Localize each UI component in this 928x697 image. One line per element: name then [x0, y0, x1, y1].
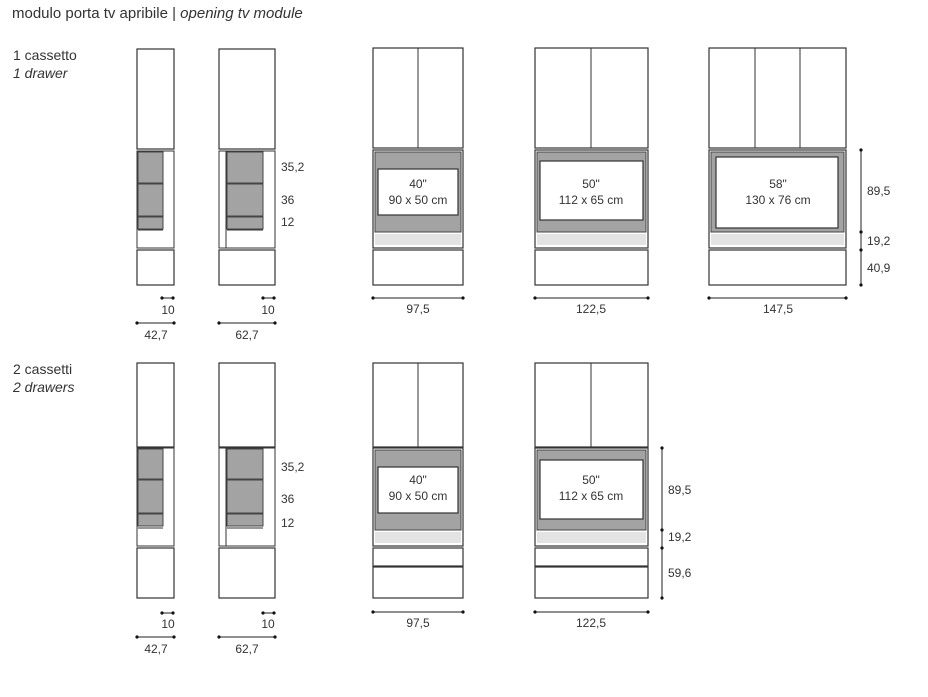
front-module-122-5: 50" 112 x 65 cm 122,5 — [533, 362, 650, 630]
screen-cm: 130 x 76 cm — [745, 193, 810, 207]
page-title: modulo porta tv apribile | opening tv mo… — [12, 5, 303, 22]
dim-depth-10: 10 — [161, 303, 175, 317]
side-view-62-7 — [218, 48, 276, 286]
screen-size: 58" — [769, 177, 787, 191]
dim-width: 97,5 — [406, 302, 430, 316]
row-2-drawings: 35,2 36 12 10 42,7 10 62,7 — [135, 362, 692, 656]
screen-size: 50" — [582, 177, 600, 191]
screen-size: 50" — [582, 473, 600, 487]
row-label-it: 1 cassetto — [13, 47, 77, 63]
row-label-en: 1 drawer — [13, 65, 68, 81]
side-view-42-7 — [136, 362, 175, 599]
dim-height-89-5: 89,5 — [867, 184, 891, 198]
dim-height-35-2: 35,2 — [281, 460, 305, 474]
vertical-dimensions: 89,5 19,2 59,6 — [660, 446, 692, 600]
front-module-97-5: 40" 90 x 50 cm 97,5 — [371, 47, 465, 316]
dim-height-19-2: 19,2 — [668, 530, 692, 544]
screen-size: 40" — [409, 473, 427, 487]
dim-height-12: 12 — [281, 516, 295, 530]
dim-height-35-2: 35,2 — [281, 160, 305, 174]
title-it: modulo porta tv apribile — [12, 5, 168, 22]
screen-cm: 112 x 65 cm — [559, 193, 623, 207]
depth-dimensions: 10 42,7 10 62,7 — [135, 296, 277, 342]
dim-depth-62-7: 62,7 — [235, 642, 259, 656]
front-module-122-5: 50" 112 x 65 cm 122,5 — [533, 47, 650, 316]
dim-height-36: 36 — [281, 492, 295, 506]
front-module-97-5: 40" 90 x 50 cm 97,5 — [371, 362, 465, 630]
screen-cm: 112 x 65 cm — [559, 489, 623, 503]
screen-cm: 90 x 50 cm — [389, 193, 448, 207]
dim-width: 122,5 — [576, 302, 606, 316]
dim-height-36: 36 — [281, 193, 295, 207]
dim-width: 97,5 — [406, 616, 430, 630]
dim-width: 122,5 — [576, 616, 606, 630]
depth-dimensions: 10 42,7 10 62,7 — [135, 611, 277, 656]
dim-height-89-5: 89,5 — [668, 483, 692, 497]
dim-depth-10: 10 — [261, 617, 275, 631]
row-label-2-drawers: 2 cassetti 2 drawers — [13, 360, 74, 396]
dim-depth-42-7: 42,7 — [144, 328, 168, 342]
dim-height-12: 12 — [281, 215, 295, 229]
row-label-en: 2 drawers — [13, 379, 75, 395]
dim-width: 147,5 — [763, 302, 793, 316]
dim-depth-42-7: 42,7 — [144, 642, 168, 656]
dim-height-59-6: 59,6 — [668, 566, 692, 580]
front-module-147-5: 58" 130 x 76 cm 147,5 — [707, 47, 848, 316]
dim-depth-10: 10 — [161, 617, 175, 631]
screen-size: 40" — [409, 177, 427, 191]
dim-height-19-2: 19,2 — [867, 234, 891, 248]
title-en: opening tv module — [180, 5, 303, 22]
dim-depth-10: 10 — [261, 303, 275, 317]
dim-depth-62-7: 62,7 — [235, 328, 259, 342]
dim-height-40-9: 40,9 — [867, 261, 891, 275]
row-1-drawings: 35,2 36 12 10 42,7 10 62,7 40 — [135, 47, 891, 342]
row-label-1-drawer: 1 cassetto 1 drawer — [13, 46, 77, 82]
screen-cm: 90 x 50 cm — [389, 489, 448, 503]
side-view-42-7 — [136, 48, 175, 286]
row-label-it: 2 cassetti — [13, 361, 73, 377]
side-view-62-7 — [218, 362, 276, 599]
title-separator: | — [172, 5, 176, 22]
vertical-dimensions: 89,5 19,2 40,9 — [859, 148, 891, 287]
